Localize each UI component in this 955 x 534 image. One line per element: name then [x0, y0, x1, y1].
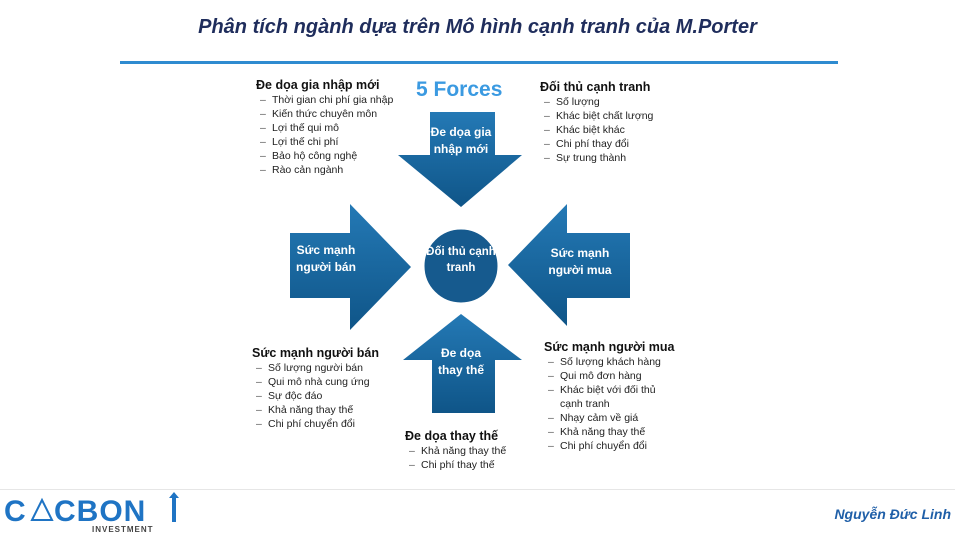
- list-item: Qui mô nhà cung ứng: [252, 375, 402, 389]
- cacbon-logo: C CBON INVESTMENT: [4, 490, 179, 534]
- list-item: Lợi thế chi phí: [256, 135, 396, 149]
- list-item: Kiến thức chuyên môn: [256, 107, 396, 121]
- arrow-bottom-label: Đe dọa thay thế: [437, 346, 484, 377]
- box-title: Đe dọa gia nhập mới: [256, 78, 380, 92]
- author-name: Nguyễn Đức Linh: [834, 506, 951, 522]
- svg-text:C: C: [4, 495, 27, 528]
- list-item: Rào cản ngành: [256, 163, 396, 177]
- arrow-bottom: [403, 314, 522, 413]
- list-item: Khả năng thay thế: [544, 425, 694, 439]
- arrow-right-label: Sức mạnh người mua: [548, 246, 612, 277]
- svg-text:INVESTMENT: INVESTMENT: [92, 525, 154, 534]
- list-item: Khác biệt chất lượng: [540, 109, 690, 123]
- center-circle: [421, 226, 501, 306]
- footer-divider: [0, 489, 955, 490]
- list-item: Thời gian chi phí gia nhập: [256, 93, 396, 107]
- list-item: Khác biệt khác: [540, 123, 690, 137]
- list-item: Khả năng thay thế: [252, 403, 402, 417]
- center-label: Đối thủ cạnh tranh: [426, 246, 496, 274]
- list-item: Khả năng thay thế: [405, 444, 545, 458]
- list-item: Số lượng khách hàng: [544, 355, 694, 369]
- list-item: Lợi thế qui mô: [256, 121, 396, 135]
- box-new-entrants: Đe dọa gia nhập mới Thời gian chi phí gi…: [256, 78, 396, 177]
- list-item: Bảo hộ công nghệ: [256, 149, 396, 163]
- five-forces-heading: 5 Forces: [416, 78, 503, 101]
- list-item: Chi phí chuyển đổi: [252, 417, 402, 431]
- arrow-left: [290, 204, 411, 330]
- svg-text:CBON: CBON: [54, 495, 146, 528]
- list-item: Qui mô đơn hàng: [544, 369, 694, 383]
- box-title: Sức mạnh người mua: [544, 340, 675, 354]
- list-item: Khác biệt với đối thủ cạnh tranh: [544, 383, 680, 411]
- list-item: Chi phí chuyển đổi: [544, 439, 694, 453]
- slide-title: Phân tích ngành dựa trên Mô hình cạnh tr…: [198, 16, 757, 38]
- list-item: Chi phí thay đổi: [540, 137, 690, 151]
- box-suppliers: Sức mạnh người bán Số lượng người bán Qu…: [252, 346, 402, 431]
- list-item: Nhạy cảm về giá: [544, 411, 694, 425]
- list-item: Sự trung thành: [540, 151, 690, 165]
- box-title: Đối thủ cạnh tranh: [540, 80, 651, 94]
- list-item: Số lượng: [540, 95, 690, 109]
- arrow-right: [508, 204, 630, 326]
- arrow-left-label: Sức mạnh người bán: [296, 243, 356, 274]
- arrow-top: [398, 112, 522, 207]
- logo-mark-icon: C CBON INVESTMENT: [4, 492, 179, 534]
- list-item: Chi phí thay thế: [405, 458, 545, 472]
- box-buyers: Sức mạnh người mua Số lượng khách hàng Q…: [544, 340, 694, 453]
- title-divider: [120, 61, 838, 64]
- box-title: Sức mạnh người bán: [252, 346, 380, 360]
- list-item: Số lượng người bán: [252, 361, 402, 375]
- box-title: Đe dọa thay thế: [405, 429, 499, 443]
- box-rivals: Đối thủ cạnh tranh Số lượng Khác biệt ch…: [540, 80, 690, 165]
- arrow-top-label: Đe dọa gia nhập mới: [430, 125, 492, 156]
- box-substitutes: Đe dọa thay thế Khả năng thay thế Chi ph…: [405, 429, 545, 472]
- list-item: Sự độc đáo: [252, 389, 402, 403]
